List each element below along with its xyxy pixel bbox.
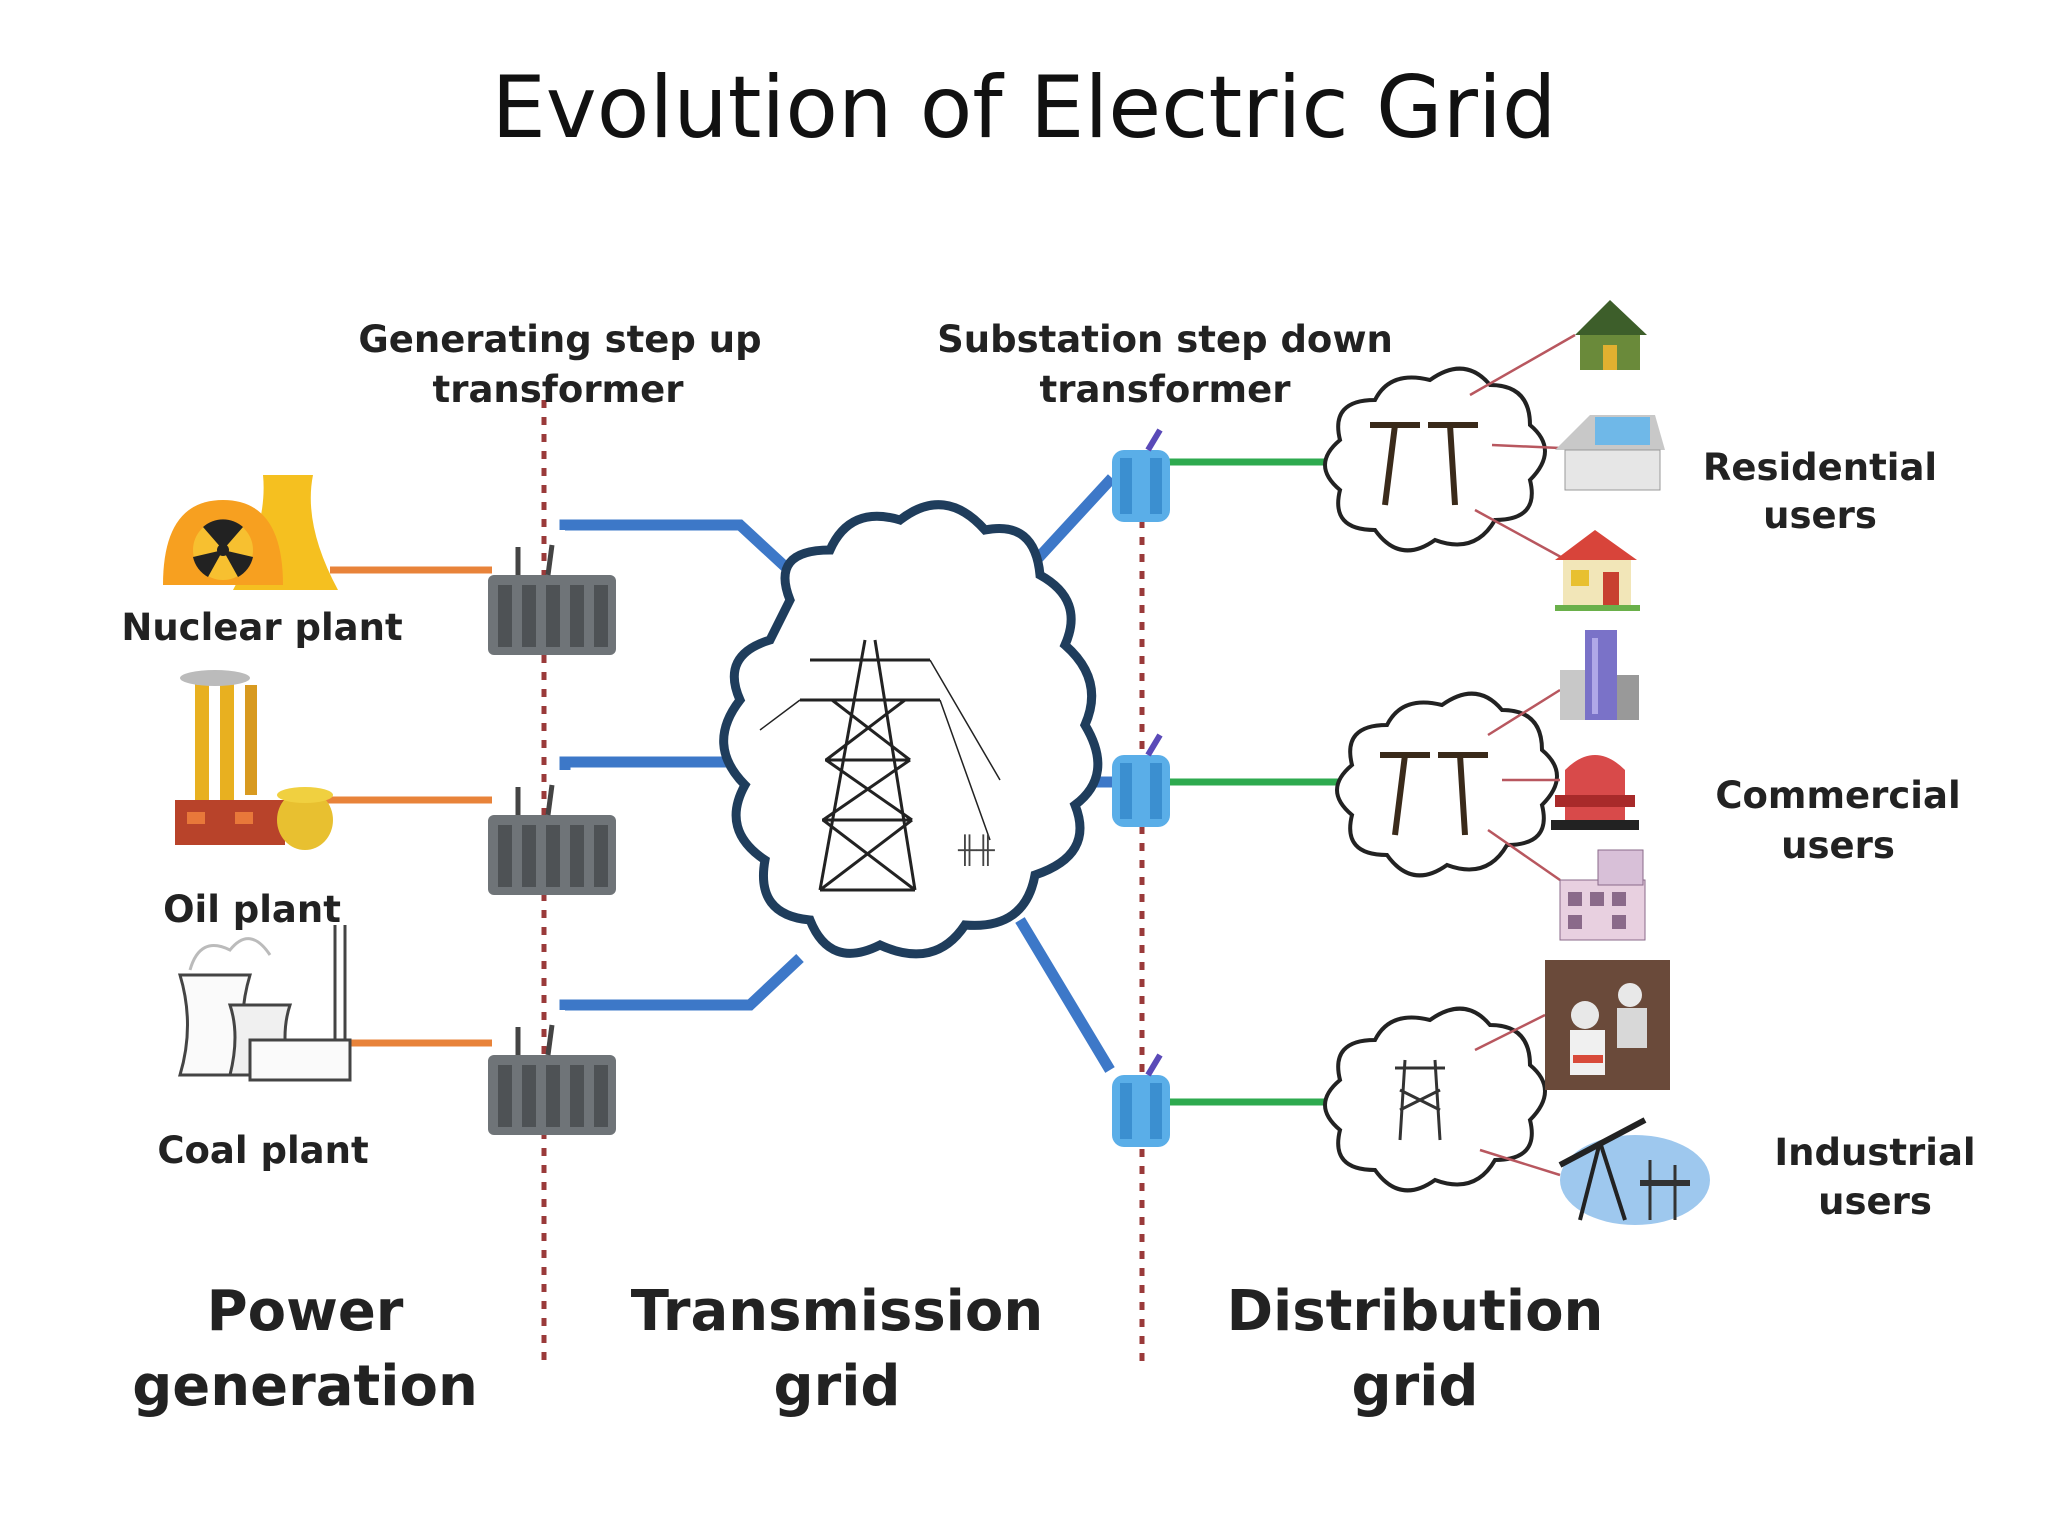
slide-title: Evolution of Electric Grid bbox=[491, 58, 1557, 158]
nuclear-plant-icon bbox=[163, 475, 338, 590]
shop-building-icon bbox=[1559, 849, 1646, 941]
plant-label-coal: Coal plant bbox=[157, 1129, 368, 1172]
section-label-distribution-line1: Distribution bbox=[1227, 1279, 1604, 1344]
section-label-transmission-line1: Transmission bbox=[631, 1279, 1043, 1344]
plant-label-oil: Oil plant bbox=[163, 888, 341, 931]
step-up-transformer-icon-3 bbox=[488, 1024, 616, 1135]
substation-transformer-icon-1 bbox=[1112, 428, 1170, 522]
step-up-transformer-icon-1 bbox=[488, 544, 616, 655]
workers-icon bbox=[1545, 960, 1670, 1090]
house-icon bbox=[1575, 300, 1647, 370]
transmission-cloud bbox=[719, 500, 1103, 959]
user-connectors bbox=[1469, 333, 1576, 1177]
section-label-generation-line2: generation bbox=[132, 1354, 478, 1419]
home-icon bbox=[1555, 530, 1640, 611]
substation-transformer-icon-2 bbox=[1112, 733, 1170, 827]
svg-text:╫╫: ╫╫ bbox=[957, 834, 995, 866]
section-label-distribution-line2: grid bbox=[1352, 1354, 1479, 1419]
oil-plant-icon bbox=[175, 670, 333, 850]
transmission-line-3 bbox=[559, 953, 804, 1011]
step-down-label-line1: Substation step down bbox=[937, 318, 1393, 361]
section-label-transmission-line2: grid bbox=[774, 1354, 901, 1419]
office-tower-icon bbox=[1560, 630, 1639, 720]
mall-icon bbox=[1551, 755, 1639, 830]
coal-plant-icon bbox=[177, 925, 352, 1082]
distribution-cloud-industrial bbox=[1323, 1006, 1547, 1193]
user-label-residential-line2: users bbox=[1763, 494, 1877, 537]
step-up-label-line1: Generating step up bbox=[358, 318, 761, 361]
transmission-line-out-3 bbox=[1015, 917, 1115, 1073]
lattice-pole-icon bbox=[1395, 1059, 1445, 1141]
section-label-generation-line1: Power bbox=[207, 1279, 404, 1344]
plant-label-nuclear: Nuclear plant bbox=[121, 606, 402, 649]
user-label-commercial-line1: Commercial bbox=[1715, 774, 1960, 817]
utility-pole-icon bbox=[1370, 422, 1478, 506]
transmission-tower-icon: ╫╫ bbox=[759, 639, 1001, 892]
distribution-cloud-commercial bbox=[1335, 691, 1559, 878]
transmission-line-1 bbox=[559, 519, 809, 590]
user-label-industrial-line2: users bbox=[1818, 1180, 1932, 1223]
utility-pole-icon bbox=[1380, 752, 1488, 836]
step-down-label-line2: transformer bbox=[1040, 368, 1292, 411]
substation-transformer-icon-3 bbox=[1112, 1053, 1170, 1147]
step-up-transformer-icon-2 bbox=[488, 784, 616, 895]
user-label-industrial-line1: Industrial bbox=[1774, 1131, 1975, 1174]
transmission-line-2 bbox=[559, 756, 745, 770]
distribution-cloud-residential bbox=[1323, 366, 1547, 553]
user-label-residential-line1: Residential bbox=[1703, 446, 1937, 489]
step-up-label-line2: transformer bbox=[433, 368, 685, 411]
solar-house-icon bbox=[1555, 415, 1665, 491]
user-label-commercial-line2: users bbox=[1781, 824, 1895, 867]
oil-pump-icon bbox=[1558, 1117, 1710, 1225]
